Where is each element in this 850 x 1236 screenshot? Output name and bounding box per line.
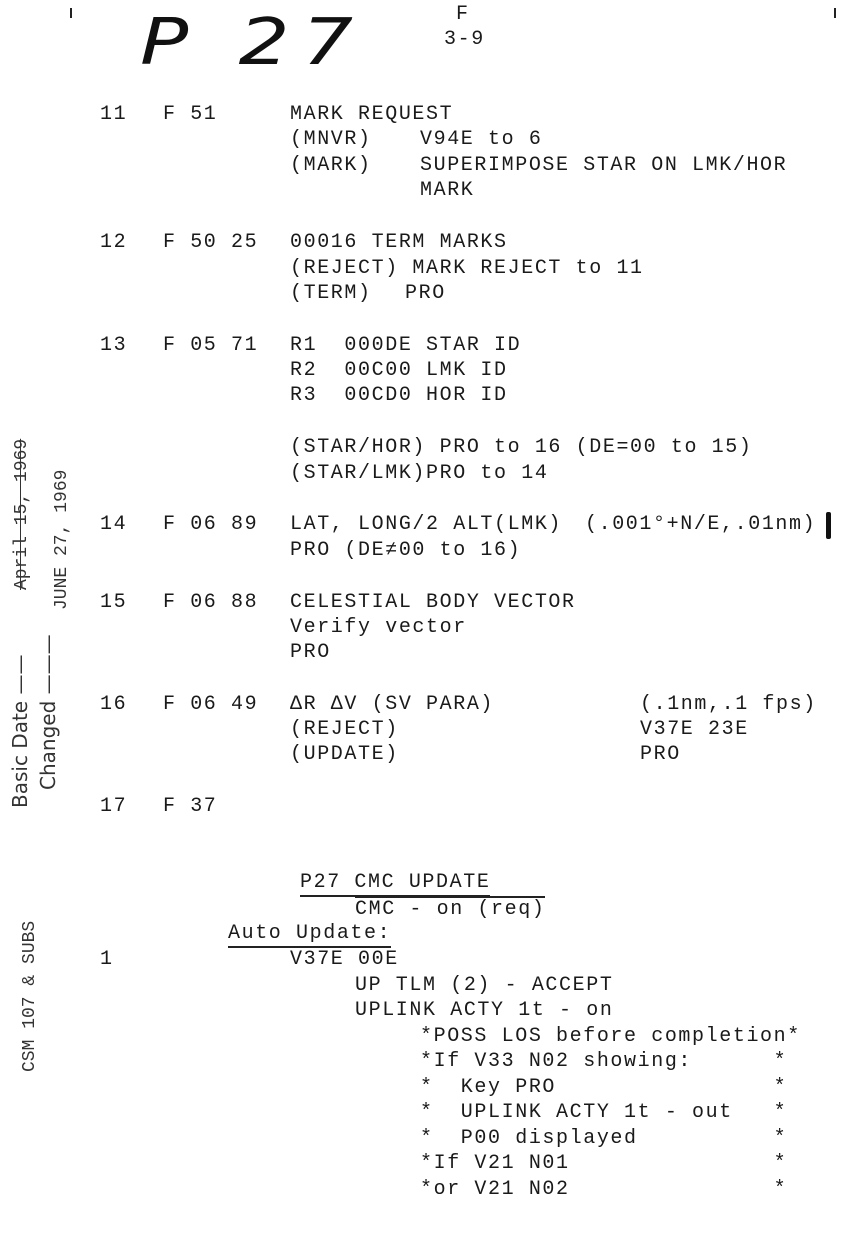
step-line-segment: (MNVR) (290, 128, 372, 151)
update-title: P27 CMC UPDATE (300, 871, 491, 897)
step-line-segment: Verify vector (290, 616, 467, 639)
update-line: *If V33 N02 showing: * (420, 1050, 788, 1073)
step-number: 15 (100, 591, 128, 614)
page-number: 3-9 (444, 28, 485, 51)
basic-date: April 15, 1969 (12, 438, 32, 590)
update-line: *If V21 N01 * (420, 1152, 788, 1175)
step-line-segment: PRO (290, 641, 331, 664)
step-line-segment: V37E 23E (640, 718, 749, 741)
step-line-segment: (REJECT) (290, 718, 399, 741)
step-number: 12 (100, 231, 128, 254)
step-line-segment: (TERM) (290, 282, 372, 305)
update-line: *or V21 N02 * (420, 1177, 788, 1201)
step-line-segment: PRO (640, 743, 681, 766)
step-line-segment: MARK REQUEST (290, 103, 454, 126)
punch-mark-right (834, 8, 836, 18)
update-line: * Key PRO * (420, 1075, 788, 1099)
step-line-segment: (UPDATE) (290, 743, 399, 766)
changed-date: JUNE 27, 1969 (52, 469, 72, 610)
step-line-segment: 00016 TERM MARKS (290, 231, 508, 254)
step-number: 14 (100, 513, 128, 536)
changed-label: Changed ——— (36, 634, 60, 790)
update-line: UPLINK ACTY 1t - on (355, 999, 614, 1022)
step-line-segment: ΔR ΔV (SV PARA) (290, 693, 495, 716)
update-step-number: 1 (100, 948, 114, 971)
step-line-segment: SUPERIMPOSE STAR ON LMK/HOR (420, 154, 788, 177)
step-line-segment: R1 000DE STAR ID (290, 334, 522, 357)
step-flag: F 06 89 (163, 513, 259, 536)
step-line-segment: PRO (405, 282, 446, 305)
step-line-segment: PRO (DE≠00 to 16) (290, 539, 522, 562)
step-line-segment: (.1nm,.1 fps) (640, 693, 817, 716)
step-flag: F 37 (163, 795, 218, 818)
step-flag: F 51 (163, 103, 218, 126)
step-line-segment: V94E to 6 (420, 128, 543, 151)
step-number: 11 (100, 103, 128, 126)
step-flag: F 05 71 (163, 334, 259, 357)
step-flag: F 50 25 (163, 231, 259, 254)
step-line-segment: (.001°+N/E,.01nm) (585, 513, 817, 536)
vehicle-label: CSM 107 & SUBS (20, 920, 40, 1072)
handwritten-program-label: P 27 (140, 6, 366, 80)
basic-date-label: Basic Date —— (8, 654, 32, 808)
punch-mark-left (70, 8, 72, 18)
update-line: V37E 00E (290, 948, 399, 971)
step-flag: F 06 49 (163, 693, 259, 716)
step-number: 17 (100, 795, 128, 818)
step-line-segment: (STAR/HOR) PRO to 16 (DE=00 to 15) (290, 436, 753, 459)
section-letter: F (456, 3, 470, 26)
step-flag: F 06 88 (163, 591, 259, 614)
step-line-segment: (STAR/LMK)PRO to 14 (290, 462, 549, 485)
step-line-segment: LAT, LONG/2 ALT(LMK) (290, 513, 563, 536)
update-line: *POSS LOS before completion* (420, 1024, 801, 1048)
step-line-segment: CELESTIAL BODY VECTOR (290, 591, 576, 614)
update-line: * P00 displayed * (420, 1126, 788, 1150)
step-number: 16 (100, 693, 128, 716)
update-line: UP TLM (2) - ACCEPT (355, 973, 614, 997)
auto-update-label: Auto Update: (228, 922, 392, 948)
cmc-requirement: CMC - on (req) (355, 896, 546, 921)
step-line-segment: (MARK) (290, 154, 372, 177)
step-line-segment: R2 00C00 LMK ID (290, 359, 508, 382)
step-number: 13 (100, 334, 128, 357)
update-line: * UPLINK ACTY 1t - out * (420, 1101, 788, 1124)
change-bar (826, 512, 831, 539)
step-line-segment: MARK (420, 179, 475, 202)
step-line-segment: R3 00CD0 HOR ID (290, 384, 508, 407)
step-line-segment: (REJECT) MARK REJECT to 11 (290, 257, 644, 280)
